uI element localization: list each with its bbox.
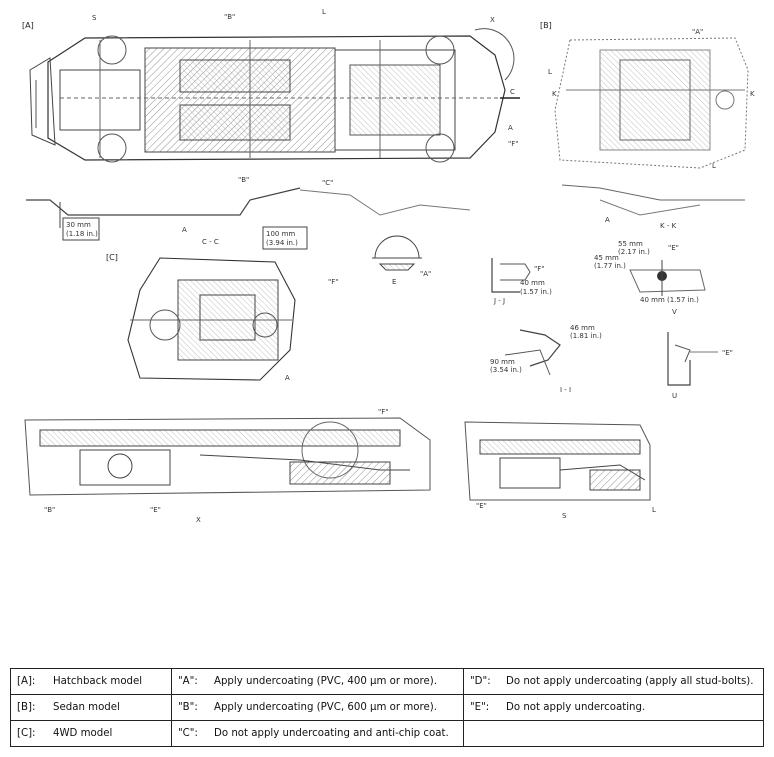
- detail-s-l: L: [652, 506, 656, 514]
- detail-v-dim1: 55 mm: [618, 240, 643, 248]
- detail-x-f: "F": [378, 408, 388, 416]
- view-tag-b: [B]: [540, 21, 552, 30]
- label-a: A: [508, 124, 513, 132]
- sedan-rear-view: [B] "A" L K K L A K - K: [540, 21, 755, 230]
- label-c-f: "F": [328, 278, 338, 286]
- label-cc-a: A: [182, 226, 187, 234]
- detail-x: "B" "E" "F" X: [24, 408, 431, 524]
- legend-model-text: Sedan model: [53, 702, 120, 713]
- dim-100mm-in: (3.94 in.): [266, 239, 298, 247]
- hatchback-underbody-view: [A] S "B" L X C A "F" "B" "C": [22, 8, 520, 187]
- label-b-l2: L: [712, 162, 716, 170]
- section-ii-dim1-in: (1.81 in.): [570, 332, 602, 340]
- section-cc-title: C - C: [202, 238, 219, 246]
- legend-body: [A]: Hatchback model "A": Apply undercoatin…: [10, 668, 764, 747]
- dim-30mm-in: (1.18 in.): [66, 230, 98, 238]
- section-kk-title: K - K: [660, 222, 677, 230]
- label-b-k: K: [552, 90, 557, 98]
- label-c-a: A: [285, 374, 290, 382]
- legend-code-left-text: Apply undercoating (PVC, 400 μm or more)…: [214, 676, 437, 687]
- section-ii: 46 mm (1.81 in.) 90 mm (3.54 in.) I - I: [490, 324, 602, 394]
- section-jj-dim-in: (1.57 in.): [520, 288, 552, 296]
- view-tag-a: [A]: [22, 21, 34, 30]
- legend-code-left-text: Do not apply undercoating and anti-chip …: [214, 728, 449, 739]
- label-b-top: "B": [224, 13, 235, 21]
- legend-table: [A]: Hatchback model "A": Apply undercoatin…: [10, 668, 764, 747]
- legend-row: [B]: Sedan model "B": Apply undercoating (P…: [10, 694, 764, 721]
- detail-e: E "A": [372, 235, 431, 286]
- legend-code-left-key: "A":: [178, 676, 198, 687]
- label-c-bottom: "C": [322, 179, 333, 187]
- detail-e-label: E: [392, 278, 396, 286]
- detail-v-dim3: 40 mm (1.57 in.): [640, 296, 699, 304]
- label-x: X: [490, 16, 495, 24]
- section-jj-dim: 40 mm: [520, 279, 545, 287]
- detail-s-e: "E": [476, 502, 487, 510]
- detail-u-label: U: [672, 392, 677, 400]
- legend-code-left-cell: "B": Apply undercoating (PVC, 600 μm or m…: [171, 694, 464, 721]
- legend-code-right-cell: "E": Do not apply undercoating.: [463, 694, 764, 721]
- section-ii-dim2-in: (3.54 in.): [490, 366, 522, 374]
- detail-s: "E" L S: [464, 421, 656, 520]
- detail-x-label: X: [196, 516, 201, 524]
- legend-model-key: [A]:: [17, 676, 36, 687]
- view-tag-c: [C]: [106, 253, 118, 262]
- detail-s-label: S: [562, 512, 567, 520]
- detail-v-e: "E": [668, 244, 679, 252]
- legend-model-cell: [B]: Sedan model: [10, 694, 172, 721]
- legend-model-cell: [C]: 4WD model: [10, 720, 172, 747]
- legend-code-left-key: "C":: [178, 728, 198, 739]
- section-ii-dim2: 90 mm: [490, 358, 515, 366]
- legend-code-left-text: Apply undercoating (PVC, 600 μm or more)…: [214, 702, 437, 713]
- legend-code-right-text: Do not apply undercoating.: [506, 702, 646, 713]
- section-jj: "F" 40 mm (1.57 in.) J - J: [491, 258, 552, 305]
- label-b-k2: K: [750, 90, 755, 98]
- label-b-a: "A": [692, 28, 703, 36]
- 4wd-underbody-view: [C] "F" A: [106, 253, 338, 382]
- section-ii-title: I - I: [560, 386, 571, 394]
- detail-e-arrow-label: "A": [420, 270, 431, 278]
- legend-code-left-key: "B":: [178, 702, 198, 713]
- section-jj-title: J - J: [493, 297, 505, 305]
- section-jj-f: "F": [534, 265, 544, 273]
- detail-v: "E" 55 mm (2.17 in.) 45 mm (1.77 in.) 40…: [594, 240, 706, 316]
- legend-row: [C]: 4WD model "C": Do not apply undercoati…: [10, 720, 764, 747]
- detail-v-dim2: 45 mm: [594, 254, 619, 262]
- legend-code-right-text: Do not apply undercoating (apply all stu…: [506, 676, 754, 687]
- section-cc: 30 mm (1.18 in.) 100 mm (3.94 in.) A C -…: [26, 187, 471, 250]
- label-c: C: [510, 88, 515, 96]
- detail-x-e: "E": [150, 506, 161, 514]
- label-l: L: [322, 8, 326, 16]
- section-ii-dim1: 46 mm: [570, 324, 595, 332]
- detail-x-b: "B": [44, 506, 55, 514]
- dim-100mm: 100 mm: [266, 230, 295, 238]
- legend-model-cell: [A]: Hatchback model: [10, 668, 172, 695]
- legend-code-left-cell: "C": Do not apply undercoating and anti-c…: [171, 720, 464, 747]
- legend-code-right-key: "D":: [470, 676, 491, 687]
- legend-model-key: [C]:: [17, 728, 36, 739]
- legend-code-right-cell: "D": Do not apply undercoating (apply all…: [463, 668, 764, 695]
- detail-u: "E" U: [667, 332, 733, 400]
- label-s: S: [92, 14, 97, 22]
- legend-model-text: 4WD model: [53, 728, 113, 739]
- legend-model-text: Hatchback model: [53, 676, 143, 687]
- legend-code-right-key: "E":: [470, 702, 490, 713]
- detail-v-label: V: [672, 308, 677, 316]
- undercoating-diagram: [A] S "B" L X C A "F" "B" "C" [B] "A" L: [22, 8, 755, 524]
- label-b-bottom: "B": [238, 176, 249, 184]
- legend-model-key: [B]:: [17, 702, 36, 713]
- label-b-l: L: [548, 68, 552, 76]
- dim-30mm: 30 mm: [66, 221, 91, 229]
- detail-u-e: "E": [722, 349, 733, 357]
- legend-row: [A]: Hatchback model "A": Apply undercoatin…: [10, 668, 764, 695]
- label-b-a2: A: [605, 216, 610, 224]
- label-f: "F": [508, 140, 518, 148]
- legend-code-left-cell: "A": Apply undercoating (PVC, 400 μm or m…: [171, 668, 464, 695]
- detail-v-dim1-in: (2.17 in.): [618, 248, 650, 256]
- legend-code-right-cell: [463, 720, 764, 747]
- detail-v-dim2-in: (1.77 in.): [594, 262, 626, 270]
